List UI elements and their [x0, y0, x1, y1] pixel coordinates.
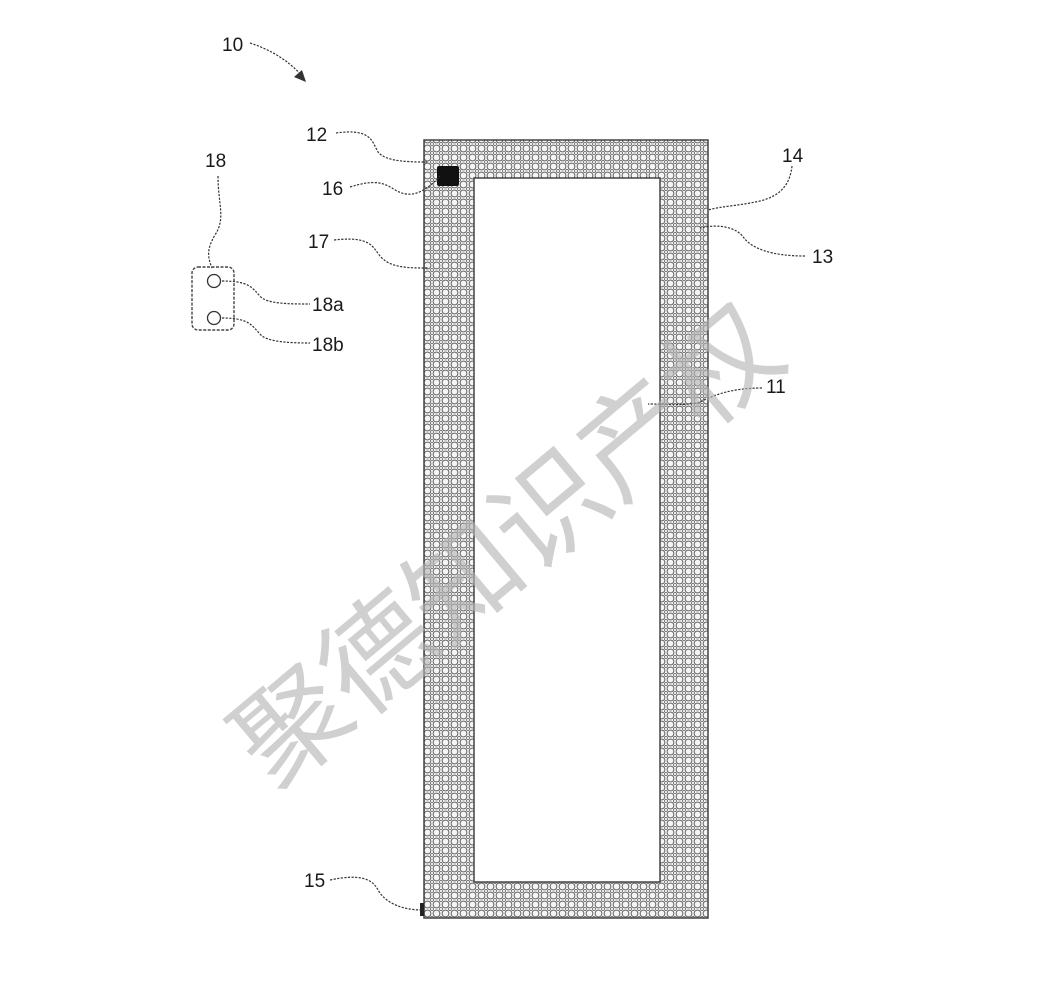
label-11: 11 — [766, 377, 786, 398]
watermark: 聚德知识产权 — [209, 281, 807, 813]
panel-frame — [424, 140, 708, 918]
label-12: 12 — [306, 125, 327, 146]
leader-18b — [221, 317, 311, 344]
label-15: 15 — [304, 871, 325, 892]
label-18: 18 — [205, 151, 226, 172]
arrow-10-head — [294, 70, 306, 82]
label-18a: 18a — [312, 295, 344, 316]
arrow-10 — [249, 42, 303, 77]
label-16: 16 — [322, 179, 343, 200]
port-18a — [206, 273, 222, 289]
label-13: 13 — [812, 247, 833, 268]
leader-12 — [335, 131, 429, 163]
label-17: 17 — [308, 232, 329, 253]
leader-14 — [707, 165, 793, 211]
leader-15 — [329, 876, 423, 911]
label-10: 10 — [222, 35, 243, 56]
leader-11 — [647, 387, 763, 406]
panel-outer-edge — [423, 139, 709, 919]
controller-18 — [191, 266, 235, 331]
leader-17 — [333, 238, 429, 269]
port-18b — [206, 310, 222, 326]
panel-inner-opening — [473, 177, 661, 883]
leader-16 — [349, 175, 441, 195]
leader-18a — [221, 280, 311, 305]
leader-18 — [208, 175, 222, 269]
leader-13 — [699, 225, 806, 257]
label-18b: 18b — [312, 335, 344, 356]
module-16 — [437, 166, 459, 186]
label-14: 14 — [782, 146, 804, 167]
terminal-15 — [420, 903, 424, 916]
